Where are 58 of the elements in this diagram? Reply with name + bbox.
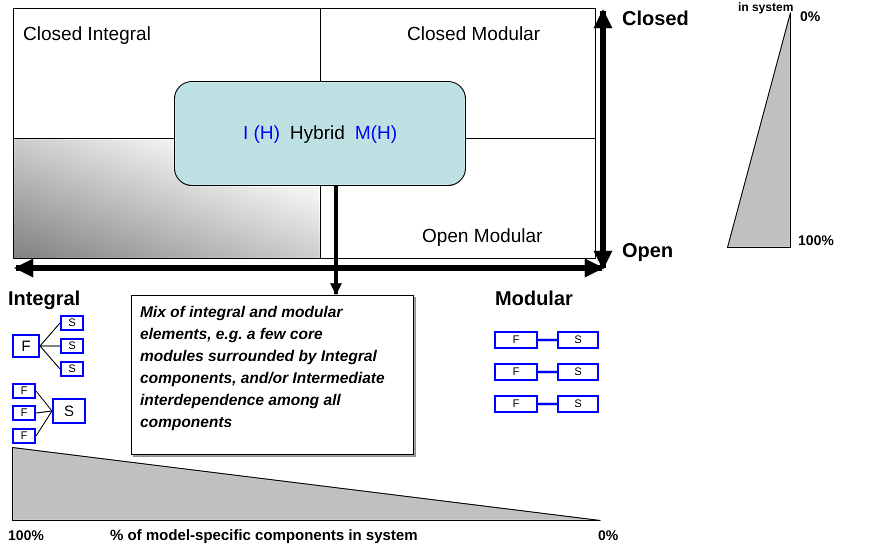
axis-label: Closed [622,8,689,31]
description-box [131,295,414,455]
quadrant-label: Closed Integral [23,24,151,46]
hybrid-box [174,81,466,186]
component-letter: F [512,366,520,378]
component-letter: S [68,317,76,329]
component-letter: F [21,338,31,354]
component-box [557,363,599,381]
connector-line [538,338,557,342]
hybrid-code: M(H) [354,122,398,144]
scale-label: 100% [798,232,834,248]
scale-label: 0% [800,8,820,24]
component-box [12,383,36,399]
hybrid-label: Hybrid [290,122,345,144]
arrow [330,186,342,296]
scale-label: 0% [598,527,618,543]
axis-label: Modular [495,288,573,311]
quadrant-label: Open Modular [422,226,542,248]
connector-line [538,370,557,374]
component-letter: F [512,398,520,410]
component-box [52,398,86,424]
component-box [557,395,599,413]
component-letter: F [512,334,520,346]
scale-label: 100% [8,527,44,543]
connector-line [40,322,60,346]
component-letter: F [20,430,28,442]
component-letter: S [68,340,76,352]
scale-wedge [12,447,601,521]
component-letter: S [574,366,582,378]
component-letter: S [574,398,582,410]
connector-line [40,346,60,370]
connector-line [36,410,52,436]
component-box [494,363,538,381]
component-letter: F [20,385,28,397]
component-box [60,361,84,377]
component-box [12,405,36,421]
component-box [494,331,538,349]
component-box [494,395,538,413]
hybrid-code: I (H) [242,122,280,144]
axis-title: % of model-specific components in system [110,527,418,544]
connector-line [36,390,52,412]
quadrant-label: Closed Modular [407,24,540,46]
component-letter: S [64,402,74,420]
component-box [60,338,84,354]
axis-label: Integral [8,288,80,311]
component-letter: F [20,407,28,419]
connector-line [36,410,52,414]
component-box [557,331,599,349]
component-letter: S [574,334,582,346]
component-box [12,428,36,444]
connector-line [538,402,557,406]
component-box [12,334,40,358]
axis-label: Open [622,240,674,263]
component-box [60,315,84,331]
scale-wedge [727,12,791,248]
component-letter: S [68,363,76,375]
axis-title: in system [738,0,794,14]
description-text: Mix of integral and modular elements, e.g. a few core modules surrounded by Integral components, and/or Intermediate interdependence among all components [140,303,385,433]
